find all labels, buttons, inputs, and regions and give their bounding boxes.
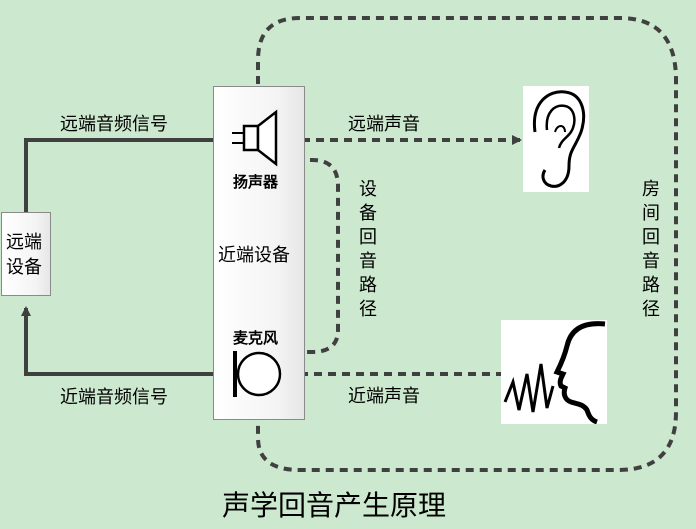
diagram-caption: 声学回音产生原理	[222, 489, 447, 522]
far-device-label-line2: 设备	[6, 257, 42, 278]
near-sound-label: 近端声音	[348, 386, 420, 407]
device-echo-path	[282, 158, 340, 357]
room-echo-path	[253, 16, 678, 472]
microphone-icon	[233, 351, 282, 397]
near-audio-signal-label: 近端音频信号	[60, 387, 168, 408]
near-audio-signal-line	[21, 306, 234, 376]
microphone-label: 麦克风	[233, 329, 279, 347]
device-echo-path-label: 设备回音路径	[359, 179, 377, 320]
ear-icon	[523, 86, 589, 192]
room-echo-path-label: 房间回音路径	[642, 179, 660, 320]
far-audio-signal-label: 远端音频信号	[60, 114, 168, 135]
far-device-box	[1, 212, 51, 296]
near-device-label: 近端设备	[218, 245, 290, 266]
far-device-label-line1: 远端	[6, 232, 42, 253]
speaker-label: 扬声器	[233, 173, 279, 191]
far-sound-label: 远端声音	[348, 114, 420, 135]
speaking-head-icon	[501, 320, 607, 424]
far-audio-signal-line	[24, 135, 234, 212]
speaker-icon	[232, 109, 278, 167]
